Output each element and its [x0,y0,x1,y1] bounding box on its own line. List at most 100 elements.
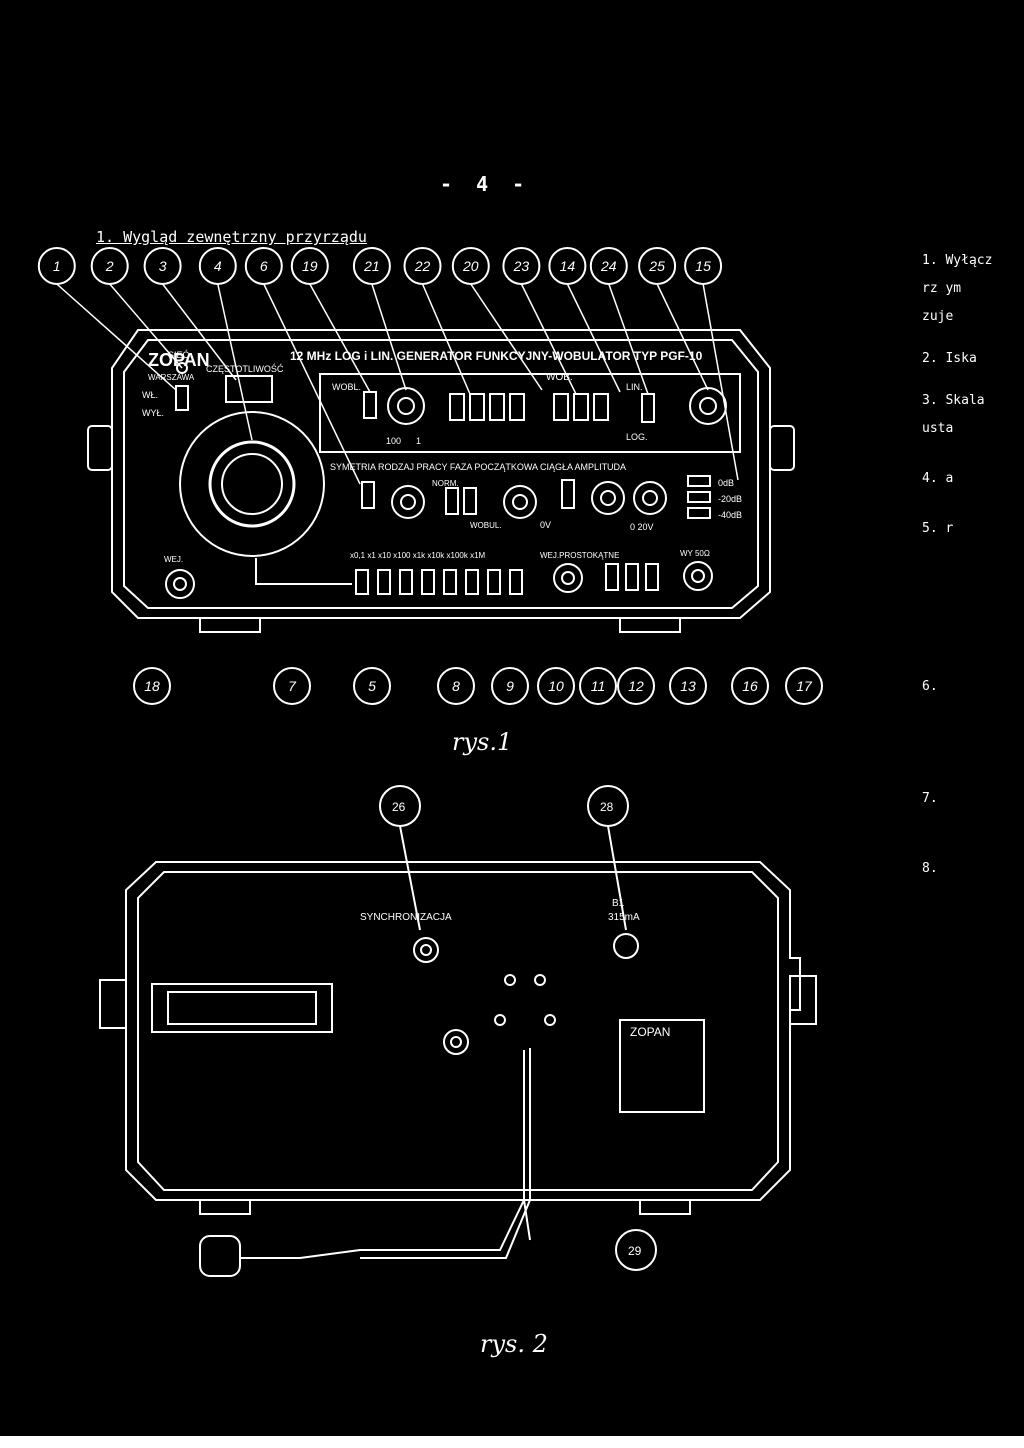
callout-label-3: 3 [159,258,167,274]
range-labels: x0,1 x1 x10 x100 x1k x10k x100k x1M [350,551,486,560]
range-button [399,569,413,595]
side-line: 4. a [922,471,954,486]
callout-label-24: 24 [600,258,617,274]
frequency-dial [179,411,325,557]
scale-100: 100 [386,436,401,446]
callout-28: 28 [600,800,614,814]
callout-label-9: 9 [506,678,514,694]
leader-21 [371,283,407,391]
callout-11 [579,667,617,705]
sync-label: SYNCHRONIZACJA [360,912,452,923]
plate-label: ZOPAN [630,1025,670,1039]
atten-40db: -40dB [718,510,742,520]
leader-1 [56,283,177,391]
fuse-value: 315mA [608,912,640,923]
callout-26: 26 [392,800,406,814]
callout-12 [617,667,655,705]
callout-18 [133,667,171,705]
amp-label: 0 20V [630,522,654,532]
figure-2-rear-panel: SYNCHRONIZACJA B1 315mA ZOPAN 26 28 27 2… [99,785,817,1277]
side-line: rz ym [922,281,962,296]
callout-label-25: 25 [648,258,665,274]
callout-label-15: 15 [695,258,711,274]
brand-sub: WARSZAWA [148,373,195,382]
callout-5 [353,667,391,705]
callout-label-20: 20 [462,258,479,274]
callout-label-5: 5 [368,678,376,694]
page-number: - 4 - [440,172,531,196]
leader-19 [309,283,371,393]
leader-20 [470,283,543,391]
bottom-edge [0,1436,1024,1448]
callout-label-12: 12 [628,678,644,694]
leader-6 [263,283,361,485]
row2-labels: SYMETRIA RODZAJ PRACY FAZA POCZĄTKOWA CI… [330,462,626,472]
wy50-label: WY 50Ω [680,549,710,558]
callout-label-4: 4 [214,258,222,274]
callout-label-8: 8 [452,678,460,694]
power-label: SIEĆ [168,350,190,360]
range-button [355,569,369,595]
normal-label: NORM. [432,479,459,488]
callout-label-18: 18 [144,678,160,694]
callout-label-13: 13 [680,678,696,694]
leader-14 [566,283,621,393]
callout-label-1: 1 [53,258,61,274]
leader-4 [217,283,253,441]
range-button [377,569,391,595]
range-button [509,569,523,595]
range-button [421,569,435,595]
callout-label-2: 2 [105,258,114,274]
leader-3 [162,283,237,381]
callout-17 [785,667,823,705]
callout-label-17: 17 [796,678,813,694]
callout-29: 29 [628,1244,642,1258]
range-button [487,569,501,595]
callout-label-6: 6 [260,258,268,274]
side-line: 3. Skala [922,393,985,408]
callout-label-19: 19 [302,258,318,274]
atten-0db: 0dB [718,478,734,488]
side-line: 1. Wyłącz [922,253,993,268]
side-line: 8. [922,861,938,876]
leader-23 [520,283,577,395]
callout-label-10: 10 [548,678,564,694]
side-line: 7. [922,791,938,806]
side-line: 6. [922,679,938,694]
atten-20db: -20dB [718,494,742,504]
wobul-label: WOBUL. [470,521,502,530]
wob-top-label: WOB. [546,372,573,383]
figure-1-caption: rys.1 [452,728,513,756]
range-button [465,569,479,595]
leader-25 [656,283,709,391]
callout-8 [437,667,475,705]
leader-22 [421,283,471,395]
side-line: 5. r [922,521,954,536]
wob-label: WOBL. [332,382,361,392]
log-label: LOG. [626,432,648,442]
switch-off-label: WYŁ. [142,408,164,418]
section-title: 1. Wygląd zewnętrzny przyrządu [96,228,367,246]
side-line: usta [922,421,954,436]
dc-label: 0V [540,520,551,530]
callout-label-16: 16 [742,678,758,694]
wejscie-label: WEJ. [164,555,183,564]
callout-label-11: 11 [591,678,606,694]
figure-2-caption: rys. 2 [480,1330,548,1358]
leader-2 [109,283,183,369]
callout-10 [537,667,575,705]
leader-15 [702,283,739,481]
side-line: zuje [922,309,954,324]
range-button [443,569,457,595]
callout-16 [731,667,769,705]
freq-label: CZĘSTOTLIWOŚĆ [206,363,284,374]
callout-label-7: 7 [288,678,297,694]
device-title: 12 MHz LOG i LIN. GENERATOR FUNKCYJNY-WO… [290,349,703,363]
callout-label-21: 21 [363,258,380,274]
callout-7 [273,667,311,705]
callout-label-23: 23 [513,258,530,274]
callout-label-14: 14 [560,258,576,274]
